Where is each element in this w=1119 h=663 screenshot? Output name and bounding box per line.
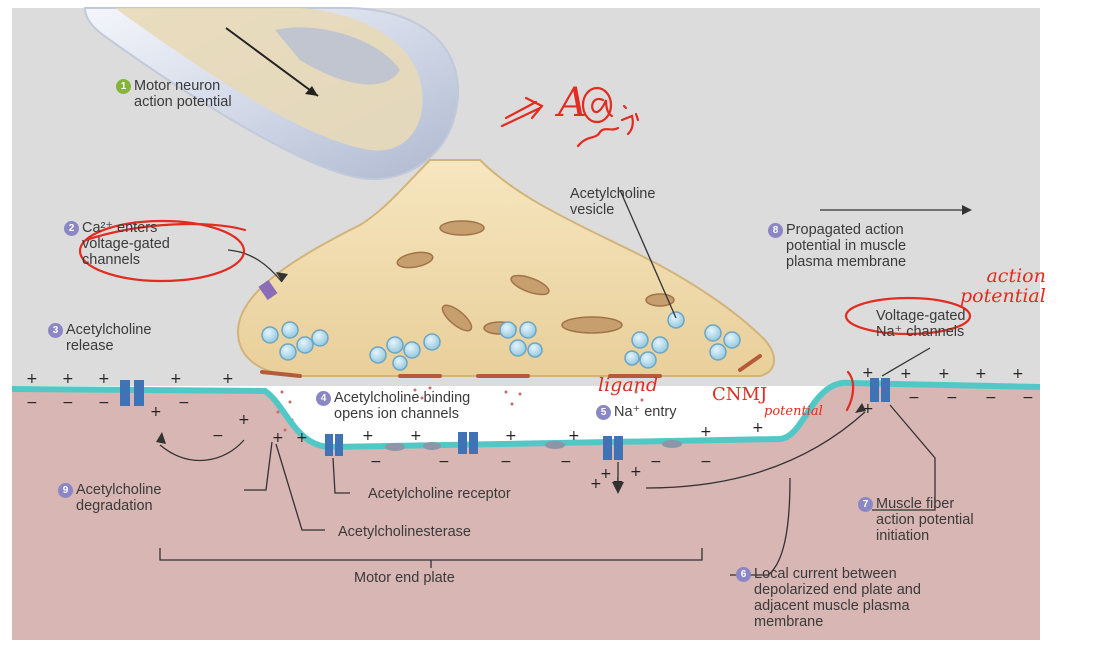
step-1-number: 1 [116,79,131,94]
svg-text:−: − [212,428,224,444]
svg-text:+: + [238,412,250,428]
svg-text:+: + [1012,366,1024,382]
svg-text:−: − [946,390,958,406]
step-6-text: Local current between depolarized end pl… [754,566,921,630]
svg-text:−: − [500,454,512,470]
svg-text:−: − [62,395,74,411]
svg-text:+: + [590,476,602,492]
svg-text:−: − [370,454,382,470]
step-9-text: Acetylcholine degradation [76,482,161,514]
ink-text-scribble: A [558,80,587,126]
svg-text:−: − [650,454,662,470]
ink-text-cnmj: CNMJ [712,384,767,405]
step-5-number: 5 [596,405,611,420]
svg-text:−: − [178,395,190,411]
step-1-text: Motor neuron action potential [134,78,232,110]
svg-text:+: + [362,428,374,444]
step-3-number: 3 [48,323,63,338]
step-5-text: Na⁺ entry [614,404,676,420]
step-2-text: Ca²⁺ enters voltage-gated channels [82,220,170,268]
svg-text:+: + [296,430,308,446]
step-4-text: Acetylcholine binding opens ion channels [334,390,470,422]
step-6-number: 6 [736,567,751,582]
svg-text:+: + [150,404,162,420]
svg-text:−: − [1022,390,1034,406]
svg-text:+: + [170,371,182,387]
step-2-number: 2 [64,221,79,236]
step-3-text: Acetylcholine release [66,322,151,354]
svg-text:+: + [600,466,612,482]
svg-text:+: + [410,428,422,444]
svg-text:−: − [438,454,450,470]
step-8-text: Propagated action potential in muscle pl… [786,222,906,270]
svg-text:−: − [985,390,997,406]
ink-text-action-potential: action potential [960,266,1046,306]
svg-text:+: + [26,371,38,387]
svg-text:−: − [26,395,38,411]
label-na-channels: Voltage-gated Na⁺ channels [876,308,966,340]
step-4-number: 4 [316,391,331,406]
step-8-number: 8 [768,223,783,238]
ink-text-potential-small: potential [764,404,823,419]
svg-text:−: − [560,454,572,470]
svg-text:+: + [222,371,234,387]
label-vesicle: Acetylcholine vesicle [570,186,655,218]
svg-text:+: + [62,371,74,387]
svg-text:+: + [975,366,987,382]
label-end-plate: Motor end plate [354,570,455,586]
svg-text:+: + [98,371,110,387]
svg-text:−: − [700,454,712,470]
svg-text:−: − [908,390,920,406]
svg-text:+: + [700,424,712,440]
ink-text-ligand: ligand [598,374,658,396]
step-9-number: 9 [58,483,73,498]
svg-text:−: − [98,395,110,411]
label-esterase: Acetylcholinesterase [338,524,471,540]
svg-text:+: + [272,430,284,446]
svg-text:+: + [752,420,764,436]
svg-text:+: + [568,428,580,444]
svg-text:+: + [505,428,517,444]
svg-text:+: + [630,464,642,480]
label-receptor: Acetylcholine receptor [368,486,511,502]
svg-text:+: + [938,366,950,382]
step-7-number: 7 [858,497,873,512]
step-7-text: Muscle fiber action potential initiation [876,496,974,544]
svg-text:+: + [900,366,912,382]
